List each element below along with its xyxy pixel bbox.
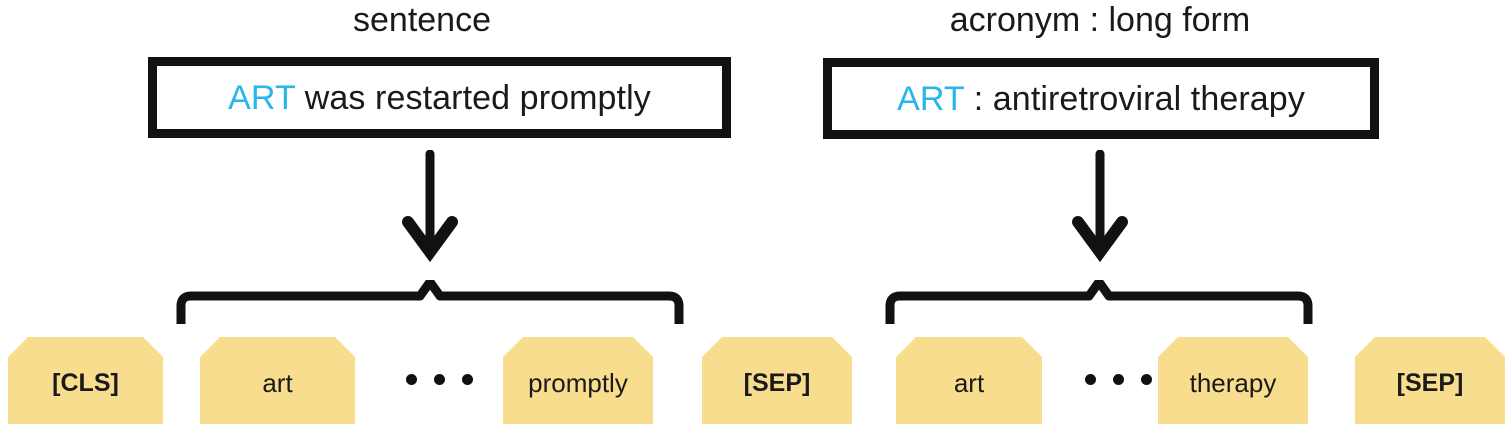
sentence-acronym-token: ART: [228, 78, 296, 117]
ellipsis-dot: [434, 374, 445, 385]
token-tag-label: [SEP]: [1396, 368, 1464, 397]
ellipsis-sentence: [406, 374, 473, 385]
down-arrow-icon-sentence: [402, 150, 458, 263]
ellipsis-dot: [1141, 374, 1152, 385]
token-tag-label: [CLS]: [52, 368, 119, 397]
longform-acronym-token: ART: [897, 79, 965, 118]
longform-box-rest: antiretroviral therapy: [992, 79, 1305, 118]
ellipsis-dot: [1113, 374, 1124, 385]
caption-acronym-long-form: acronym : long form: [949, 1, 1251, 39]
token-tag-label: therapy: [1189, 367, 1277, 398]
caption-sentence: sentence: [353, 1, 491, 39]
sentence-box-rest: was restarted promptly: [295, 78, 651, 117]
tokens-brace-sentence: [176, 280, 684, 324]
token-tag-sep-sentence: [SEP]: [702, 337, 852, 424]
down-arrow-icon-longform: [1072, 150, 1128, 263]
sentence-textbox: ART was restarted promptly: [148, 57, 731, 138]
acronym-long-form-textbox-text: ART : antiretroviral therapy: [897, 79, 1305, 119]
ellipsis-dot: [1085, 374, 1096, 385]
ellipsis-dot: [406, 374, 417, 385]
token-tag-sentence-last: promptly: [503, 337, 653, 424]
token-tag-sentence-first: art: [200, 337, 355, 424]
tokens-brace-longform: [885, 280, 1313, 324]
ellipsis-longform: [1085, 374, 1152, 385]
token-tag-cls: [CLS]: [8, 337, 163, 424]
sentence-textbox-text: ART was restarted promptly: [228, 78, 651, 118]
token-tag-label: art: [262, 367, 293, 398]
token-tag-label: [SEP]: [743, 368, 811, 397]
token-tag-label: promptly: [528, 367, 628, 398]
acronym-long-form-textbox: ART : antiretroviral therapy: [823, 58, 1379, 139]
longform-box-separator: :: [964, 79, 993, 118]
token-tag-label: art: [953, 367, 985, 398]
token-tag-longform-last: therapy: [1158, 337, 1308, 424]
ellipsis-dot: [462, 374, 473, 385]
token-tag-sep-longform: [SEP]: [1355, 337, 1505, 424]
token-tag-longform-first: art: [896, 337, 1042, 424]
